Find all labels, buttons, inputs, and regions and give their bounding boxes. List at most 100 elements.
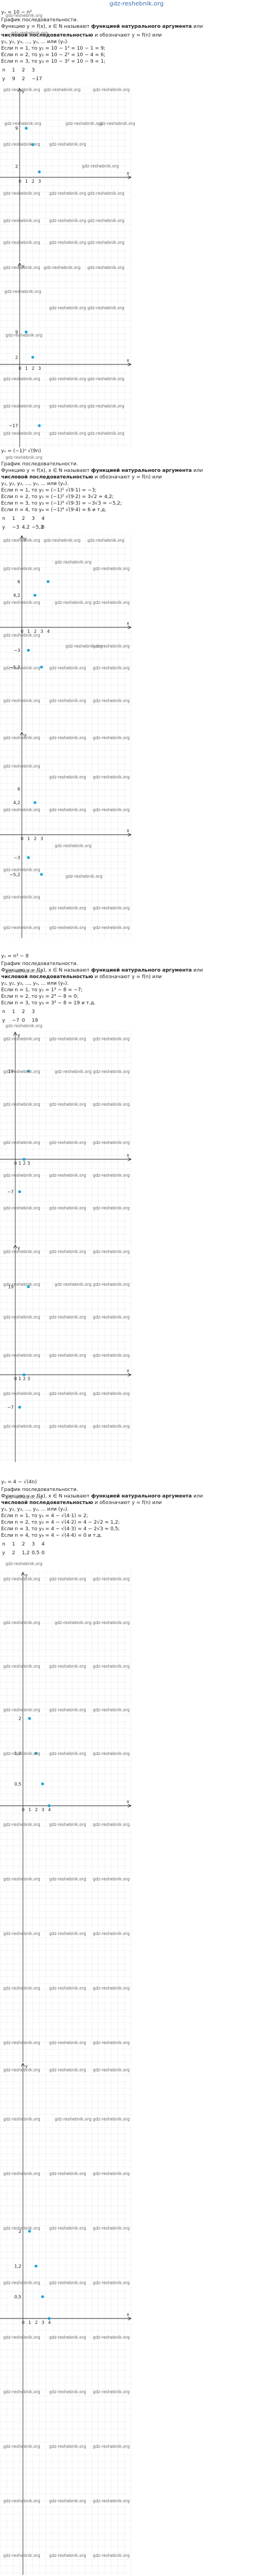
- watermark: gdz-reshebnik.org: [3, 1282, 40, 1287]
- watermark: gdz-reshebnik.org: [82, 164, 119, 169]
- data-point: [38, 424, 41, 427]
- x-tick-label: 3: [27, 1376, 30, 1381]
- definition-line: числовой последовательностью и обозначаю…: [1, 33, 162, 39]
- data-point: [48, 2317, 51, 2320]
- table-header-cell: n: [2, 1009, 5, 1015]
- text-fragment: числовой последовательностью: [1, 33, 93, 38]
- watermark: gdz-reshebnik.org: [93, 1102, 130, 1107]
- watermark: gdz-reshebnik.org: [49, 1931, 86, 1936]
- watermark: gdz-reshebnik.org: [49, 1102, 86, 1107]
- data-point: [28, 1717, 31, 1720]
- text-fragment: Функцию y = f(x), x ∈ N называют: [1, 1494, 91, 1499]
- watermark: gdz-reshebnik.org: [3, 2499, 40, 2503]
- text-fragment: функцией натурального аргумента: [91, 468, 192, 474]
- text-fragment: числовой последовательностью: [1, 974, 93, 980]
- x-tick-label: 1: [25, 366, 28, 371]
- data-point: [25, 331, 28, 334]
- sequence-notation: y₁, y₂, y₃, ..., yₙ, ... или (yₙ).: [1, 39, 69, 45]
- watermark: gdz-reshebnik.org: [3, 538, 40, 543]
- data-point: [33, 594, 37, 597]
- data-point: [34, 2265, 38, 2268]
- watermark: gdz-reshebnik.org: [5, 333, 43, 338]
- watermark: gdz-reshebnik.org: [55, 1069, 92, 1074]
- table-cell: 2: [22, 1009, 25, 1015]
- watermark: gdz-reshebnik.org: [93, 600, 130, 605]
- intro-text: График последовательности.: [1, 1487, 78, 1493]
- y-axis-label: y: [24, 536, 27, 541]
- watermark: gdz-reshebnik.org: [93, 735, 130, 740]
- text-fragment: или: [192, 968, 203, 973]
- table-header-cell: n: [2, 68, 5, 73]
- data-point: [31, 143, 34, 146]
- y-axis-arrow: [13, 1031, 17, 1036]
- watermark: gdz-reshebnik.org: [3, 2171, 40, 2176]
- site-name[interactable]: gdz-reshebnik.org: [109, 0, 164, 7]
- x-tick-label: 1: [27, 836, 30, 841]
- watermark: gdz-reshebnik.org: [44, 87, 81, 92]
- watermark: gdz-reshebnik.org: [3, 87, 40, 92]
- y-axis-arrow: [17, 262, 22, 267]
- table-cell: 1: [12, 68, 15, 73]
- watermark: gdz-reshebnik.org: [93, 1173, 130, 1178]
- x-tick-label: 0: [21, 836, 23, 841]
- watermark: gdz-reshebnik.org: [49, 925, 86, 930]
- formula: yₙ = n³ − 8: [1, 954, 29, 959]
- watermark: gdz-reshebnik.org: [93, 1140, 130, 1145]
- watermark: gdz-reshebnik.org: [87, 538, 124, 543]
- x-tick-label: 2: [23, 1161, 26, 1166]
- watermark: gdz-reshebnik.org: [93, 1282, 130, 1287]
- table-cell: 2: [22, 68, 25, 73]
- watermark: gdz-reshebnik.org: [3, 1102, 40, 1107]
- x-tick-label: 4: [47, 629, 50, 634]
- definition-line: Функцию y = f(x), x ∈ N называют функцие…: [1, 1494, 203, 1500]
- formula: yₙ = (−1)ⁿ √(9n): [1, 448, 41, 454]
- x-tick-label: 3: [40, 629, 43, 634]
- watermark: gdz-reshebnik.org: [49, 2499, 86, 2503]
- x-axis-label: x: [127, 828, 129, 833]
- watermark: gdz-reshebnik.org: [3, 1822, 40, 1827]
- data-point: [22, 1158, 26, 1161]
- data-point: [34, 1752, 38, 1755]
- x-axis-arrow: [127, 1804, 132, 1808]
- data-point: [27, 1285, 30, 1289]
- table-cell: 1: [12, 1009, 15, 1015]
- watermark: gdz-reshebnik.org: [5, 1561, 43, 1566]
- watermark: gdz-reshebnik.org: [87, 218, 124, 223]
- watermark: gdz-reshebnik.org: [3, 633, 40, 638]
- table-cell: 3: [32, 1542, 35, 1547]
- table-header-cell: y: [2, 525, 5, 530]
- x-tick-label: 1: [19, 1376, 21, 1381]
- x-axis-arrow: [127, 362, 132, 367]
- x-axis-label: x: [127, 358, 129, 363]
- x-tick-label: 3: [38, 179, 41, 184]
- x-tick-label: 1: [25, 179, 28, 184]
- watermark: gdz-reshebnik.org: [93, 1577, 130, 1581]
- watermark: gdz-reshebnik.org: [93, 1206, 130, 1211]
- definition-line: Функцию y = f(x), x ∈ N называют функцие…: [1, 24, 203, 30]
- y-axis-arrow: [13, 1244, 17, 1249]
- table-cell: 3: [32, 1009, 35, 1015]
- x-axis-arrow: [127, 1373, 132, 1377]
- data-point: [31, 356, 34, 359]
- watermark: gdz-reshebnik.org: [93, 1751, 130, 1756]
- watermark: gdz-reshebnik.org: [3, 265, 40, 270]
- table-cell: 2: [22, 516, 25, 522]
- table-cell: 1: [12, 516, 15, 522]
- watermark: gdz-reshebnik.org: [49, 2444, 86, 2449]
- watermark: gdz-reshebnik.org: [3, 1664, 40, 1669]
- y-tick-label: 4,2: [13, 800, 20, 805]
- calc-line: Если n = 3, то y₃ = 4 − √(4·3) = 4 − 2√3…: [1, 1526, 120, 1532]
- watermark: gdz-reshebnik.org: [3, 2117, 40, 2122]
- watermark: gdz-reshebnik.org: [66, 874, 103, 879]
- table-header-cell: n: [2, 1542, 5, 1547]
- y-tick-label: 0,5: [14, 2295, 21, 2299]
- watermark: gdz-reshebnik.org: [3, 2226, 40, 2231]
- data-point: [18, 1190, 21, 1194]
- watermark: gdz-reshebnik.org: [3, 376, 40, 381]
- y-tick-label: 1,2: [14, 2264, 21, 2269]
- definition-line: числовой последовательностью и обозначаю…: [1, 475, 162, 481]
- watermark: gdz-reshebnik.org: [3, 2444, 40, 2449]
